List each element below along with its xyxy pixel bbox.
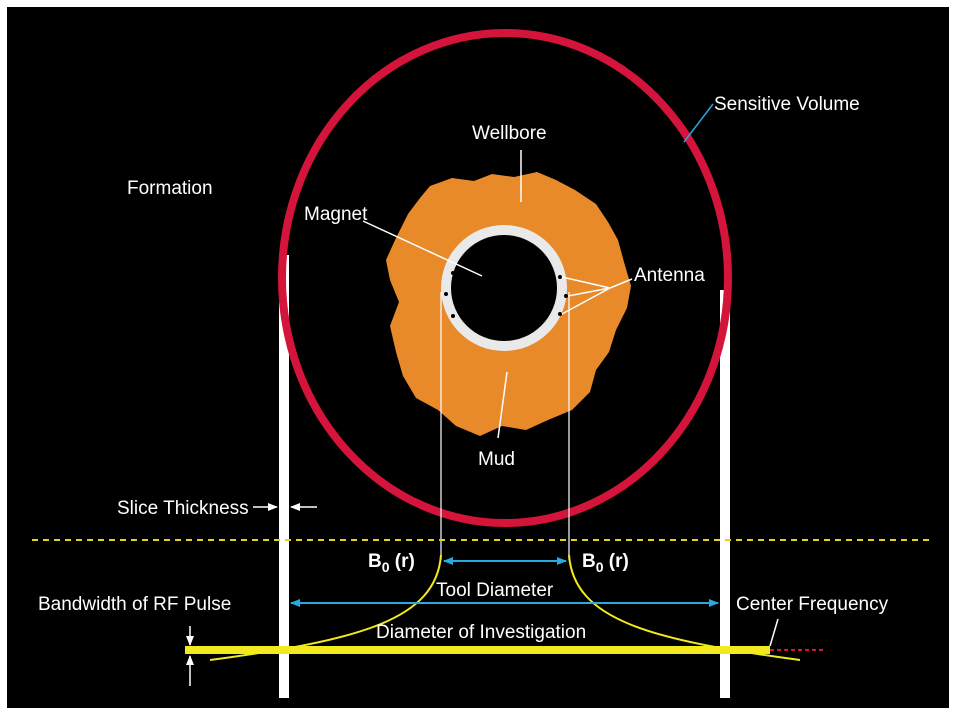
leader-mud: [497, 371, 508, 439]
antenna-dot-6: [558, 312, 562, 316]
antenna-dot-3: [451, 314, 455, 318]
label-b0-left: B0 (r): [368, 551, 415, 575]
label-b0-right: B0 (r): [582, 551, 629, 575]
leader-antenna-3: [561, 287, 611, 315]
antenna-dot-4: [558, 275, 562, 279]
leader-antenna-2: [567, 287, 611, 297]
slice-bar-left: [279, 255, 289, 698]
label-bandwidth: Bandwidth of RF Pulse: [38, 594, 231, 615]
antenna-dot-5: [564, 294, 568, 298]
leader-antenna-1: [561, 276, 611, 289]
slice-bar-right: [720, 290, 730, 698]
center-frequency-leader: [769, 618, 779, 647]
rf-band: [185, 646, 770, 654]
label-slice-thickness: Slice Thickness: [117, 498, 249, 519]
tool-core: [451, 235, 557, 341]
label-wellbore: Wellbore: [472, 123, 547, 144]
antenna-dot-1: [451, 271, 455, 275]
label-center-frequency: Center Frequency: [736, 594, 889, 615]
label-formation: Formation: [127, 178, 213, 199]
sensitive-volume-ring: [278, 29, 732, 527]
leader-antenna-main: [609, 278, 633, 289]
label-sensitive-volume: Sensitive Volume: [714, 94, 860, 115]
label-diameter-of-investigation: Diameter of Investigation: [376, 622, 586, 643]
leader-sensitive-volume: [683, 103, 714, 143]
leader-magnet: [362, 220, 483, 277]
label-mud: Mud: [478, 449, 515, 470]
label-magnet: Magnet: [304, 204, 368, 225]
antenna-dot-2: [444, 292, 448, 296]
label-tool-diameter: Tool Diameter: [436, 580, 554, 601]
label-antenna: Antenna: [634, 265, 705, 286]
